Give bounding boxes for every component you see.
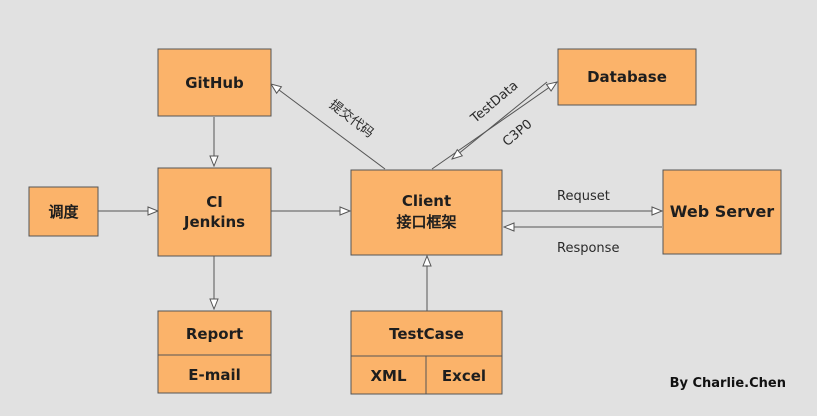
node-excel-label: Excel [442, 367, 486, 385]
node-client: Client 接口框架 [350, 169, 503, 256]
node-web-server-label: Web Server [670, 202, 775, 221]
node-database: Database [557, 48, 697, 106]
edges [98, 82, 662, 311]
node-ci-jenkins: CI Jenkins [157, 167, 272, 257]
edge-client-to-github [271, 84, 386, 170]
node-report: Report E-mail [157, 310, 272, 394]
edge-label-testdata: TestData [467, 78, 521, 127]
node-database-label: Database [587, 68, 667, 86]
node-ci-label: CI [206, 193, 223, 211]
node-github: GitHub [157, 48, 272, 117]
node-testcase: TestCase XML Excel [350, 310, 503, 395]
edge-database-to-client [452, 81, 548, 159]
author-credit: By Charlie.Chen [670, 376, 786, 391]
node-report-label: Report [186, 325, 243, 343]
edge-label-c3p0: C3P0 [500, 117, 535, 150]
edge-label-request: Requset [557, 189, 610, 204]
node-email-label: E-mail [188, 366, 241, 384]
node-client-framework-label: 接口框架 [396, 213, 456, 231]
node-xml-label: XML [370, 367, 406, 385]
node-scheduler: 调度 [28, 186, 99, 237]
node-jenkins-label: Jenkins [183, 213, 245, 231]
edge-label-response: Response [557, 241, 619, 256]
node-client-label: Client [402, 192, 451, 210]
node-github-label: GitHub [185, 74, 244, 92]
node-scheduler-label: 调度 [48, 203, 79, 221]
node-testcase-label: TestCase [389, 325, 464, 343]
edge-label-commit-code: 提交代码 [326, 97, 377, 142]
node-web-server: Web Server [662, 169, 782, 255]
